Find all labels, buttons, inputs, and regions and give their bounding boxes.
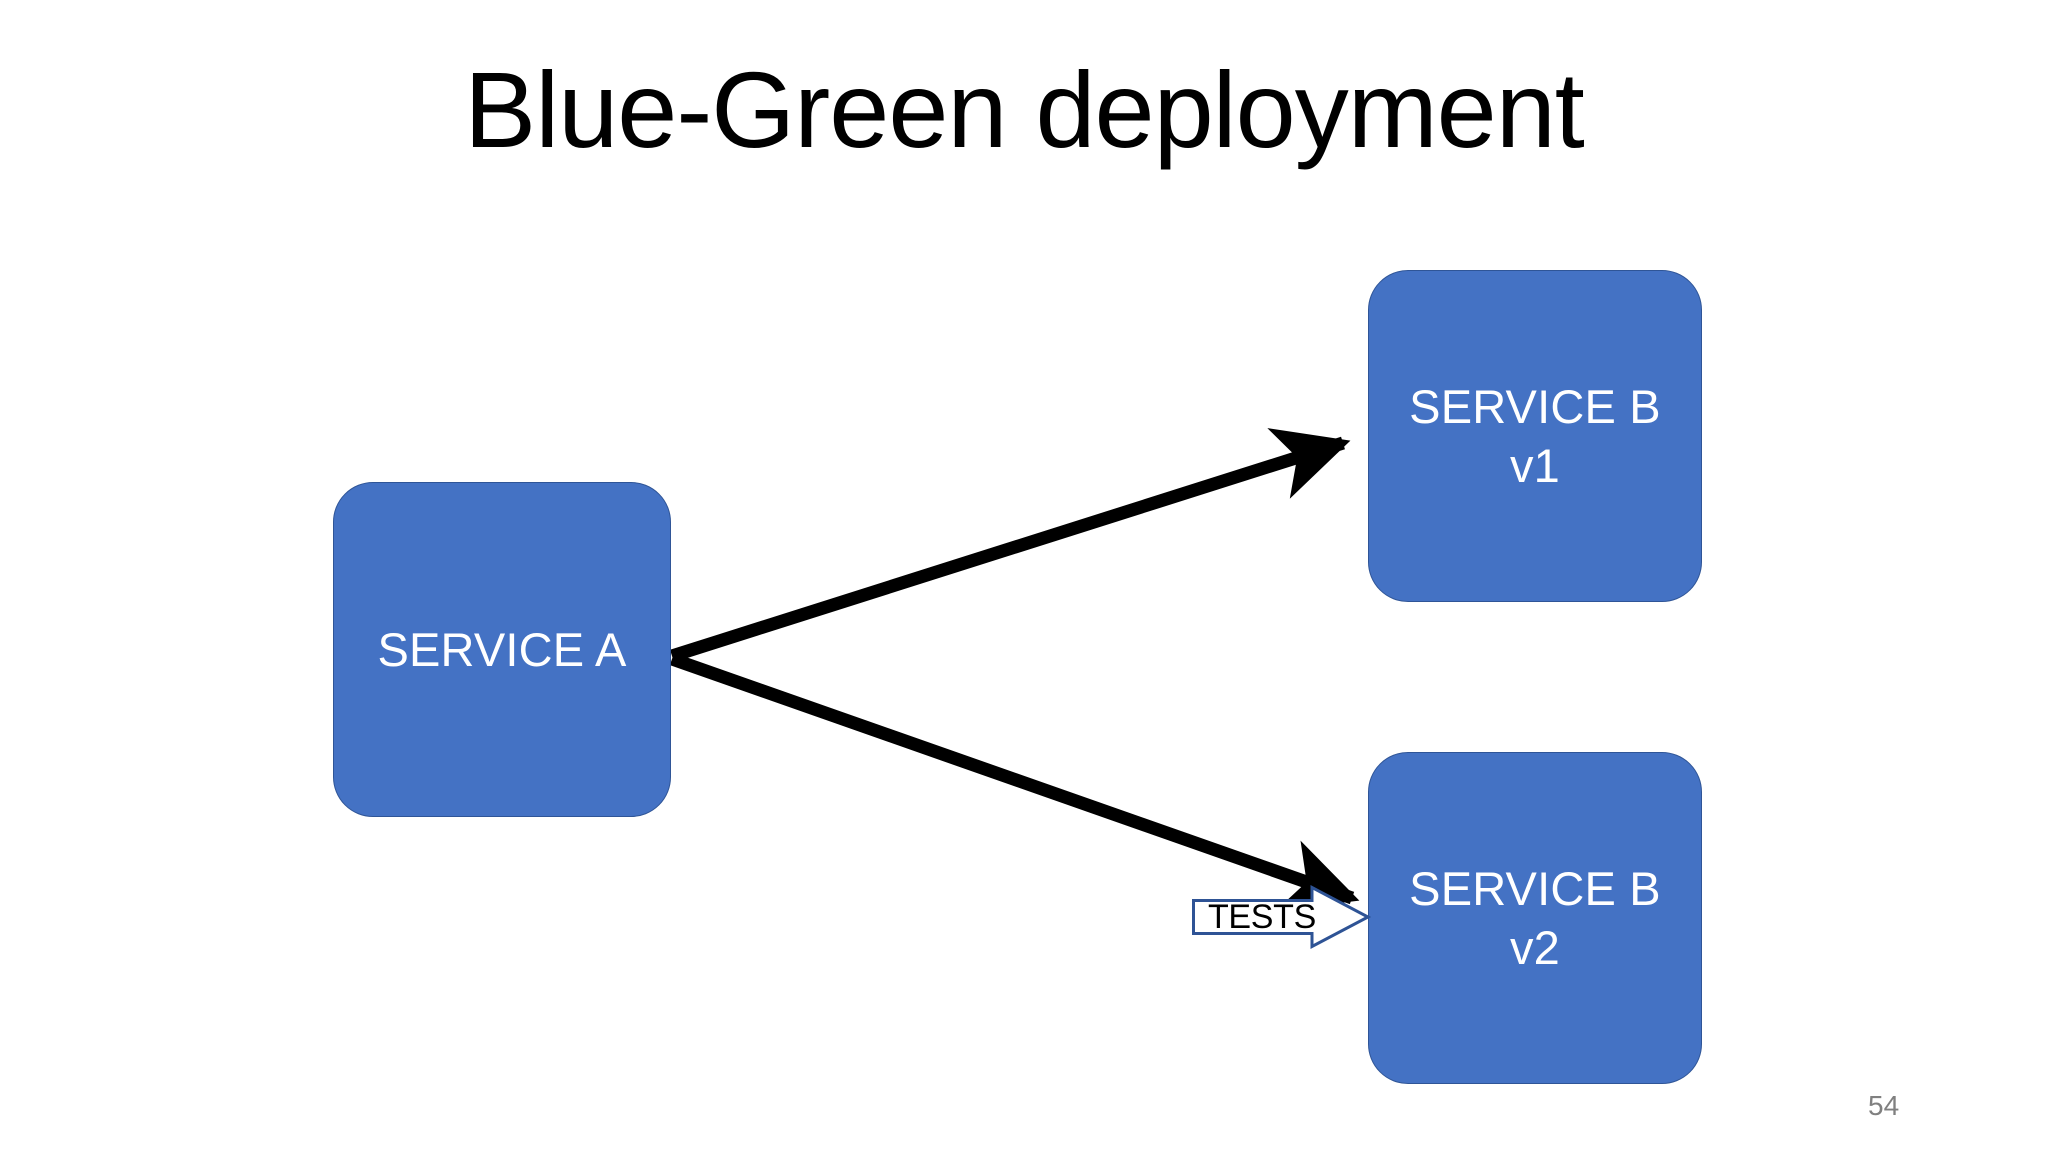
service-b-v1-box[interactable]: SERVICE B v1 [1368, 270, 1702, 602]
service-b-v2-label-line1: SERVICE B [1409, 861, 1661, 915]
tests-callout[interactable]: TESTS [1192, 885, 1372, 949]
block-arrow-right-icon [1192, 885, 1372, 949]
service-b-v2-box[interactable]: SERVICE B v2 [1368, 752, 1702, 1084]
slide-title: Blue-Green deployment [464, 49, 1585, 170]
arrow-a-to-b-v1 [670, 428, 1351, 663]
service-b-v1-label-line2: v1 [1509, 439, 1561, 492]
service-b-v2-label-line2: v2 [1509, 921, 1561, 974]
service-a-label-line1: SERVICE A [377, 622, 627, 676]
arrow-a-to-b-v2 [669, 652, 1360, 911]
service-b-v1-label-line1: SERVICE B [1409, 379, 1661, 433]
service-a-box[interactable]: SERVICE A [333, 482, 671, 817]
tests-label: TESTS [1207, 898, 1317, 936]
page-number: 54 [1868, 1090, 1900, 1121]
